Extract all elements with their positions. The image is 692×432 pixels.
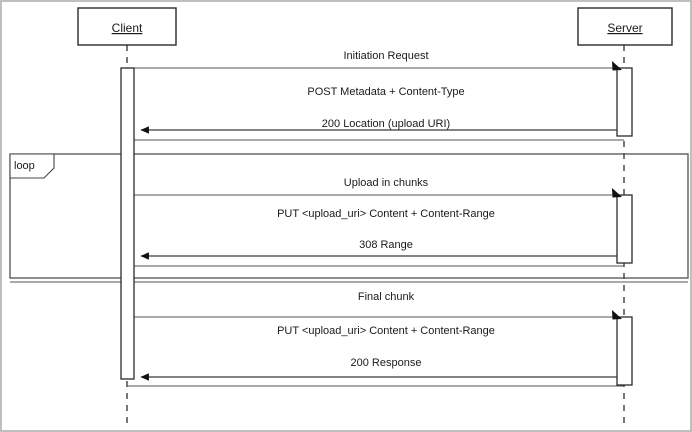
arrowhead-post-metadata: [612, 61, 622, 71]
label-final-chunk: Final chunk: [358, 291, 415, 303]
label-upload-in-chunks: Upload in chunks: [344, 177, 429, 189]
label-308-range: 308 Range: [359, 239, 413, 251]
arrowhead-put-final: [612, 310, 622, 320]
activation-bar-client: [120, 67, 135, 380]
loop-fragment-tab: [9, 153, 55, 179]
activation-bar-server-final: [616, 316, 633, 386]
activation-bar-server-chunk: [616, 194, 633, 264]
actor-box-client[interactable]: [77, 7, 177, 46]
label-200-response: 200 Response: [351, 357, 422, 369]
label-200-location: 200 Location (upload URI): [322, 118, 450, 130]
actor-box-server[interactable]: [577, 7, 673, 46]
label-put-chunk: PUT <upload_uri> Content + Content-Range: [277, 208, 495, 220]
actor-label-client: Client: [112, 21, 143, 35]
label-put-final: PUT <upload_uri> Content + Content-Range: [277, 325, 495, 337]
actor-label-server: Server: [607, 21, 642, 35]
arrowhead-put-chunk: [612, 188, 622, 198]
loop-fragment-box: [9, 153, 689, 279]
activation-bar-server-initiation: [616, 67, 633, 137]
loop-fragment-label: loop: [14, 160, 35, 172]
label-post-metadata: POST Metadata + Content-Type: [307, 86, 464, 98]
label-initiation-request: Initiation Request: [344, 50, 429, 62]
